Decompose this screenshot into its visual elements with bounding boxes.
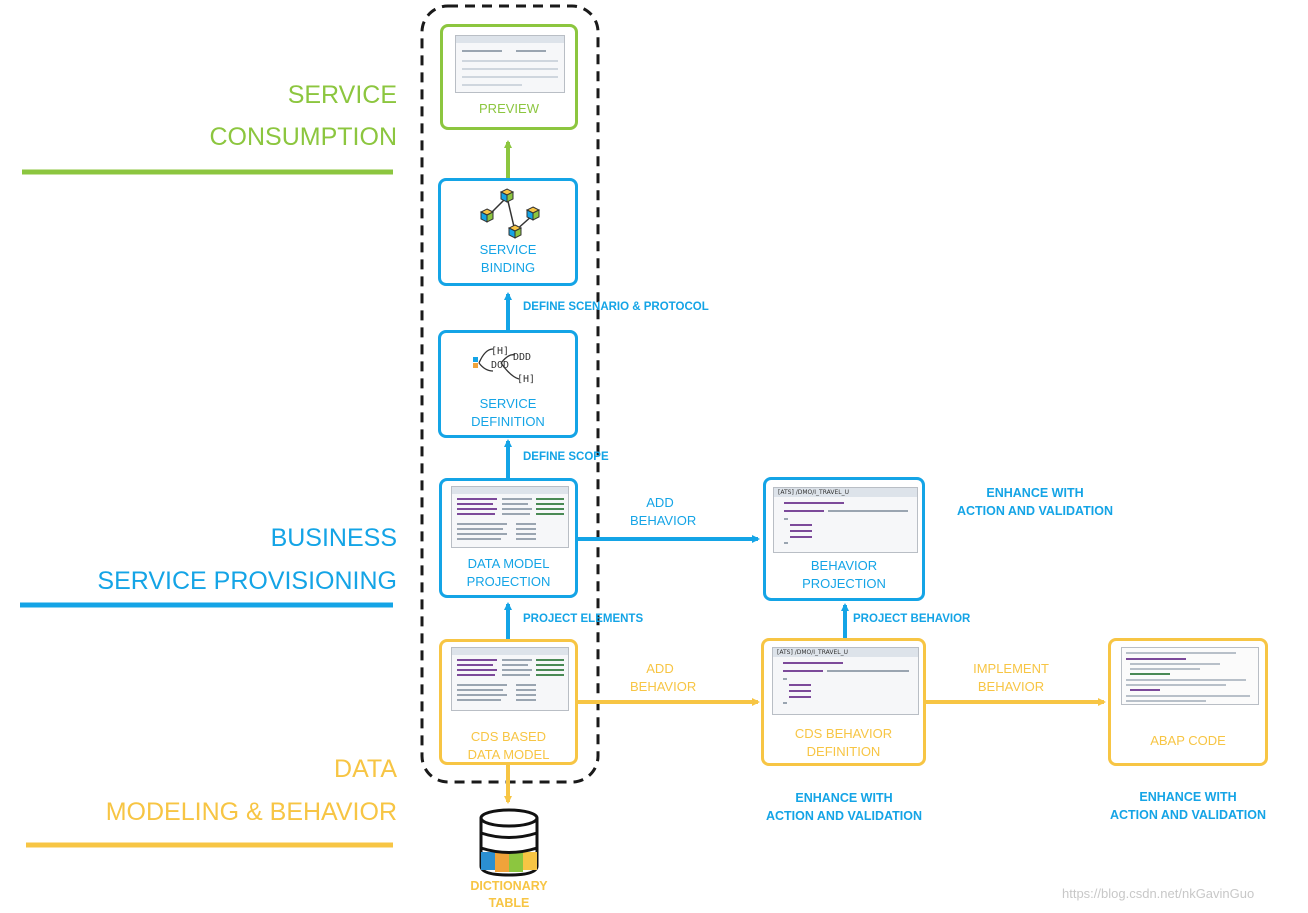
abap-code-label: ABAP CODE xyxy=(1150,733,1226,748)
service-definition-line1: SERVICE xyxy=(479,396,537,411)
cds-behavior-definition-line2: DEFINITION xyxy=(806,744,881,759)
node-preview[interactable]: PREVIEW xyxy=(440,24,578,130)
edge-label-add-behavior-yellow-1: ADD xyxy=(646,661,674,676)
edge-label-add-behavior-blue-1: ADD xyxy=(646,495,674,510)
node-service-binding[interactable]: SERVICE BINDING xyxy=(438,178,578,286)
service-binding-line1: SERVICE xyxy=(479,242,537,257)
edge-label-add-behavior-blue-2: BEHAVIOR xyxy=(630,513,697,528)
node-service-definition[interactable]: [H] DOD DDD [H] SERVICE DEFINITION xyxy=(438,330,578,438)
behavior-projection-code-thumbnail: [ATS] /DMO/I_TRAVEL_U xyxy=(773,487,918,553)
note-enhance-abap-2: ACTION AND VALIDATION xyxy=(1109,808,1266,822)
preview-label: PREVIEW xyxy=(479,101,539,116)
edge-label-project-behavior: PROJECT BEHAVIOR xyxy=(853,613,971,625)
note-enhance-behaviordef-2: ACTION AND VALIDATION xyxy=(765,809,922,823)
edge-label-implement-behavior-2: BEHAVIOR xyxy=(977,679,1045,694)
abap-code-thumbnail xyxy=(1121,647,1259,705)
layer-provisioning-line1: BUSINESS xyxy=(270,524,397,552)
projection-code-thumbnail xyxy=(451,486,569,548)
behavior-projection-tab: [ATS] /DMO/I_TRAVEL_U xyxy=(778,489,849,496)
edge-label-define-scenario: DEFINE SCENARIO & PROTOCOL xyxy=(523,301,709,313)
behavior-definition-tab: [ATS] /DMO/I_TRAVEL_U xyxy=(777,649,848,656)
node-abap-code[interactable]: ABAP CODE xyxy=(1108,638,1268,766)
note-enhance-blue-1: ENHANCE WITH xyxy=(986,486,1084,500)
cds-data-model-line1: CDS BASED xyxy=(470,729,547,744)
service-definition-icon: [H] DOD DDD [H] xyxy=(473,346,535,385)
svg-text:[H]: [H] xyxy=(491,346,509,357)
dictionary-table-line1: DICTIONARY xyxy=(470,879,548,893)
data-model-projection-line2: PROJECTION xyxy=(466,574,551,589)
node-cds-data-model[interactable]: CDS BASED DATA MODEL xyxy=(439,639,578,765)
node-data-model-projection[interactable]: DATA MODEL PROJECTION xyxy=(439,478,578,598)
layer-modeling-line1: DATA xyxy=(334,755,397,783)
svg-text:DOD: DOD xyxy=(491,360,509,371)
behavior-projection-line1: BEHAVIOR xyxy=(810,558,878,573)
edge-label-define-scope: DEFINE SCOPE xyxy=(523,451,609,463)
edge-label-project-elements: PROJECT ELEMENTS xyxy=(523,613,644,625)
layer-consumption-line1: SERVICE xyxy=(287,81,397,109)
data-model-projection-line1: DATA MODEL xyxy=(467,556,550,571)
note-enhance-abap-1: ENHANCE WITH xyxy=(1139,790,1237,804)
svg-text:DDD: DDD xyxy=(513,352,531,363)
service-definition-line2: DEFINITION xyxy=(471,414,545,429)
cds-data-model-line2: DATA MODEL xyxy=(467,747,550,762)
behavior-definition-code-thumbnail: [ATS] /DMO/I_TRAVEL_U xyxy=(772,647,919,715)
cds-behavior-definition-line1: CDS BEHAVIOR xyxy=(794,726,893,741)
behavior-projection-line2: PROJECTION xyxy=(802,576,886,591)
note-enhance-blue-2: ACTION AND VALIDATION xyxy=(956,504,1113,518)
service-binding-line2: BINDING xyxy=(480,260,536,275)
layer-consumption-line2: CONSUMPTION xyxy=(209,123,398,151)
database-icon xyxy=(479,808,539,877)
cds-code-thumbnail xyxy=(451,647,569,711)
svg-text:[H]: [H] xyxy=(517,374,535,385)
layer-modeling-line2: MODELING & BEHAVIOR xyxy=(105,798,397,826)
edge-label-add-behavior-yellow-2: BEHAVIOR xyxy=(630,679,697,694)
edge-label-implement-behavior-1: IMPLEMENT xyxy=(973,661,1049,676)
service-binding-icon xyxy=(479,188,541,239)
watermark: https://blog.csdn.net/nkGavinGuo xyxy=(1062,886,1255,901)
preview-thumbnail xyxy=(455,35,565,93)
layer-provisioning-line2: SERVICE PROVISIONING xyxy=(97,567,397,595)
node-behavior-projection[interactable]: [ATS] /DMO/I_TRAVEL_U BEHAVIOR PROJECTIO… xyxy=(763,477,925,601)
note-enhance-behaviordef-1: ENHANCE WITH xyxy=(795,791,893,805)
node-cds-behavior-definition[interactable]: [ATS] /DMO/I_TRAVEL_U CDS BEHAVIOR DEFIN… xyxy=(761,638,926,766)
dictionary-table-line2: TABLE xyxy=(488,896,530,910)
